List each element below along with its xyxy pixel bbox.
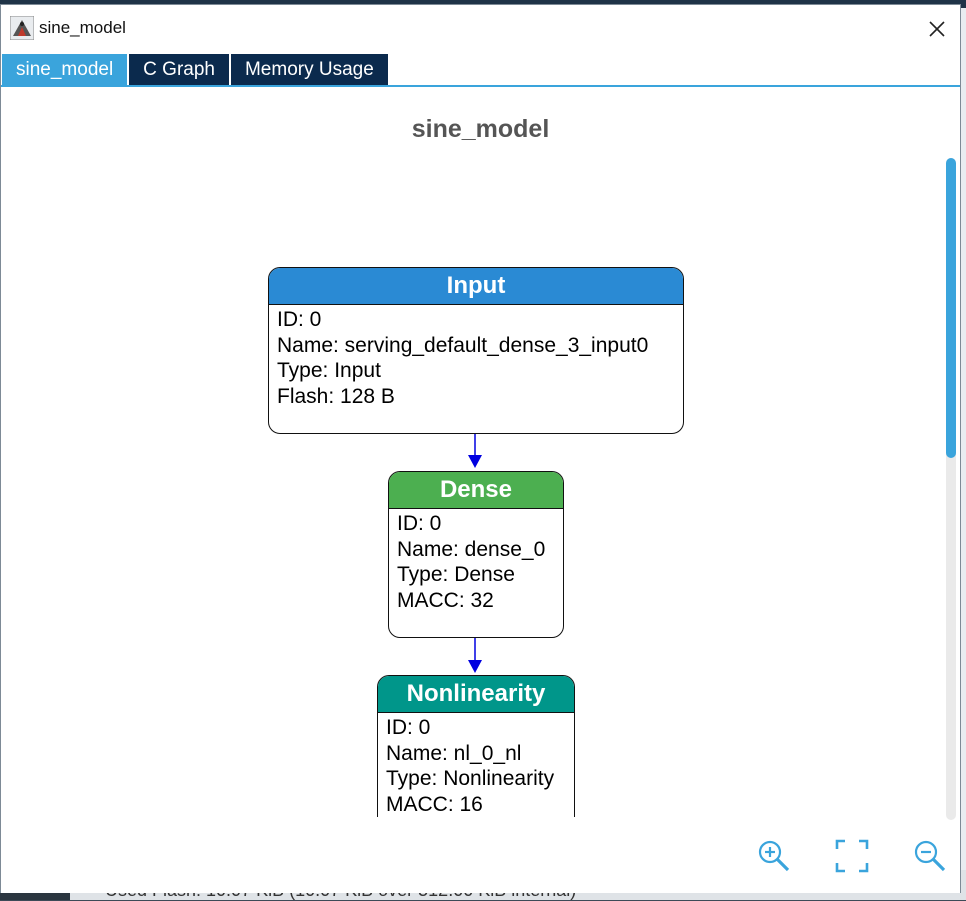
tab-sine-model[interactable]: sine_model (2, 54, 128, 85)
fit-screen-icon[interactable] (835, 839, 869, 873)
node-nonlinearity-id: ID: 0 (386, 716, 431, 739)
node-nonlinearity-header: Nonlinearity (378, 676, 574, 713)
edge-dense-to-nonlinearity (468, 638, 482, 673)
close-icon[interactable] (919, 13, 955, 45)
tab-bar: sine_model C Graph Memory Usage (2, 54, 390, 85)
node-input[interactable]: Input ID: 0 Name: serving_default_dense_… (268, 267, 684, 434)
graph-canvas[interactable]: Input ID: 0 Name: serving_default_dense_… (1, 87, 946, 817)
node-dense-header: Dense (389, 472, 563, 509)
edge-input-to-dense (468, 433, 482, 468)
background-window-edge-right (960, 8, 966, 900)
tab-underline (1, 85, 960, 87)
scrollbar-thumb[interactable] (946, 158, 956, 458)
vertical-scrollbar[interactable] (946, 158, 956, 820)
node-input-flash: Flash: 128 B (277, 385, 395, 409)
node-input-name: Name: serving_default_dense_3_input0 (277, 333, 649, 357)
node-dense-name: Name: dense_0 (397, 537, 546, 561)
graph-edges (468, 433, 482, 673)
graph-panel: sine_model Input ID: 0 Name: serving_def… (1, 87, 960, 893)
window-title: sine_model (39, 18, 126, 37)
model-viewer-window: sine_model sine_model C Graph Memory Usa… (0, 4, 961, 893)
node-input-id: ID: 0 (277, 308, 322, 331)
node-nonlinearity-body: ID: 0 Name: nl_0_nl Type: Nonlinearity M… (378, 713, 574, 817)
node-nonlinearity-type: Type: Nonlinearity (386, 767, 555, 791)
title-bar[interactable]: sine_model (1, 5, 960, 51)
node-dense-id: ID: 0 (397, 512, 442, 535)
node-input-header: Input (269, 268, 683, 305)
tab-memory-usage[interactable]: Memory Usage (230, 54, 388, 85)
node-nonlinearity-name: Name: nl_0_nl (386, 741, 522, 765)
node-dense[interactable]: Dense ID: 0 Name: dense_0 Type: Dense MA… (388, 471, 564, 638)
graph-title: sine_model (411, 115, 550, 143)
zoom-out-icon[interactable] (913, 839, 947, 873)
tab-c-graph[interactable]: C Graph (129, 54, 229, 85)
node-nonlinearity-macc: MACC: 16 (386, 793, 483, 817)
node-input-type: Type: Input (277, 359, 381, 383)
zoom-in-icon[interactable] (757, 839, 791, 873)
node-dense-type: Type: Dense (397, 563, 515, 587)
node-dense-body: ID: 0 Name: dense_0 Type: Dense MACC: 32 (389, 509, 563, 616)
app-icon (10, 16, 34, 40)
node-input-body: ID: 0 Name: serving_default_dense_3_inpu… (269, 305, 683, 412)
node-nonlinearity[interactable]: Nonlinearity ID: 0 Name: nl_0_nl Type: N… (377, 675, 575, 817)
node-dense-macc: MACC: 32 (397, 589, 494, 613)
